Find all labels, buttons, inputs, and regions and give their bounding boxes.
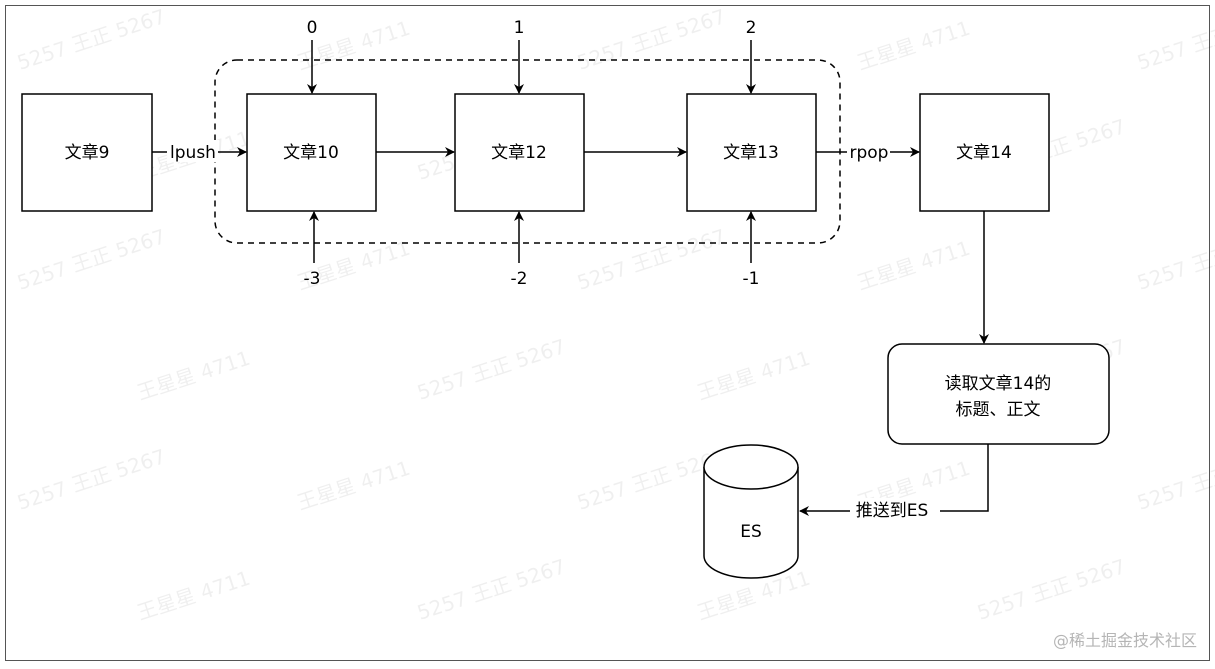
watermark-text: 5257 王正 5267	[414, 334, 568, 405]
lpush-label: lpush	[170, 143, 216, 163]
watermark-text: 5257 王正 5267	[1134, 444, 1215, 515]
article-14-label: 文章14	[956, 143, 1012, 163]
edge-read-es	[940, 444, 989, 512]
index-1: 1	[514, 18, 525, 38]
watermark-text: 5257 王正 5267	[1134, 224, 1215, 295]
watermark-text: 王星星 4711	[854, 16, 973, 75]
watermark-text: 5257 王正 5267	[974, 554, 1128, 625]
watermark-text: 5257 王正 5267	[1134, 4, 1215, 75]
read-article-box[interactable]	[887, 343, 1110, 445]
watermark-text: 5257 王正 5267	[574, 4, 728, 75]
brand-watermark: @稀土掘金技术社区	[1052, 631, 1197, 650]
index-neg1: -1	[743, 269, 760, 289]
watermark-text: 王星星 4711	[694, 346, 813, 405]
diagram-frame	[5, 5, 1210, 661]
index-neg3: -3	[304, 269, 321, 289]
watermark-text: 王星星 4711	[294, 456, 413, 515]
article-12-label: 文章12	[491, 143, 547, 163]
article-12-box[interactable]	[454, 93, 585, 212]
read-article-label-line1: 读取文章14的	[945, 374, 1052, 394]
es-database[interactable]	[703, 444, 799, 579]
article-14-box[interactable]	[919, 93, 1050, 212]
article-13-box[interactable]	[686, 93, 817, 212]
article-9-label: 文章9	[65, 143, 110, 163]
watermark-text: 5257 王正 5267	[14, 444, 168, 515]
read-article-label-line2: 标题、正文	[956, 400, 1041, 420]
article-9-box[interactable]	[21, 93, 153, 212]
es-label: ES	[740, 522, 762, 542]
watermark-text: 王星星 4711	[134, 346, 253, 405]
article-13-label: 文章13	[723, 143, 779, 163]
watermark-text: 5257 王正 5267	[414, 554, 568, 625]
watermark-text: 5257 王正 5267	[14, 4, 168, 75]
watermark-text: 王星星 4711	[854, 236, 973, 295]
watermark-text: 王星星 4711	[134, 566, 253, 625]
push-es-label: 推送到ES	[856, 501, 929, 521]
index-0: 0	[307, 18, 318, 38]
index-neg2: -2	[511, 269, 528, 289]
article-10-label: 文章10	[283, 143, 339, 163]
index-2: 2	[746, 18, 757, 38]
watermark-text: 5257 王正 5267	[14, 224, 168, 295]
rpop-label: rpop	[850, 143, 889, 163]
watermark-text: 5257 王正 5267	[574, 224, 728, 295]
